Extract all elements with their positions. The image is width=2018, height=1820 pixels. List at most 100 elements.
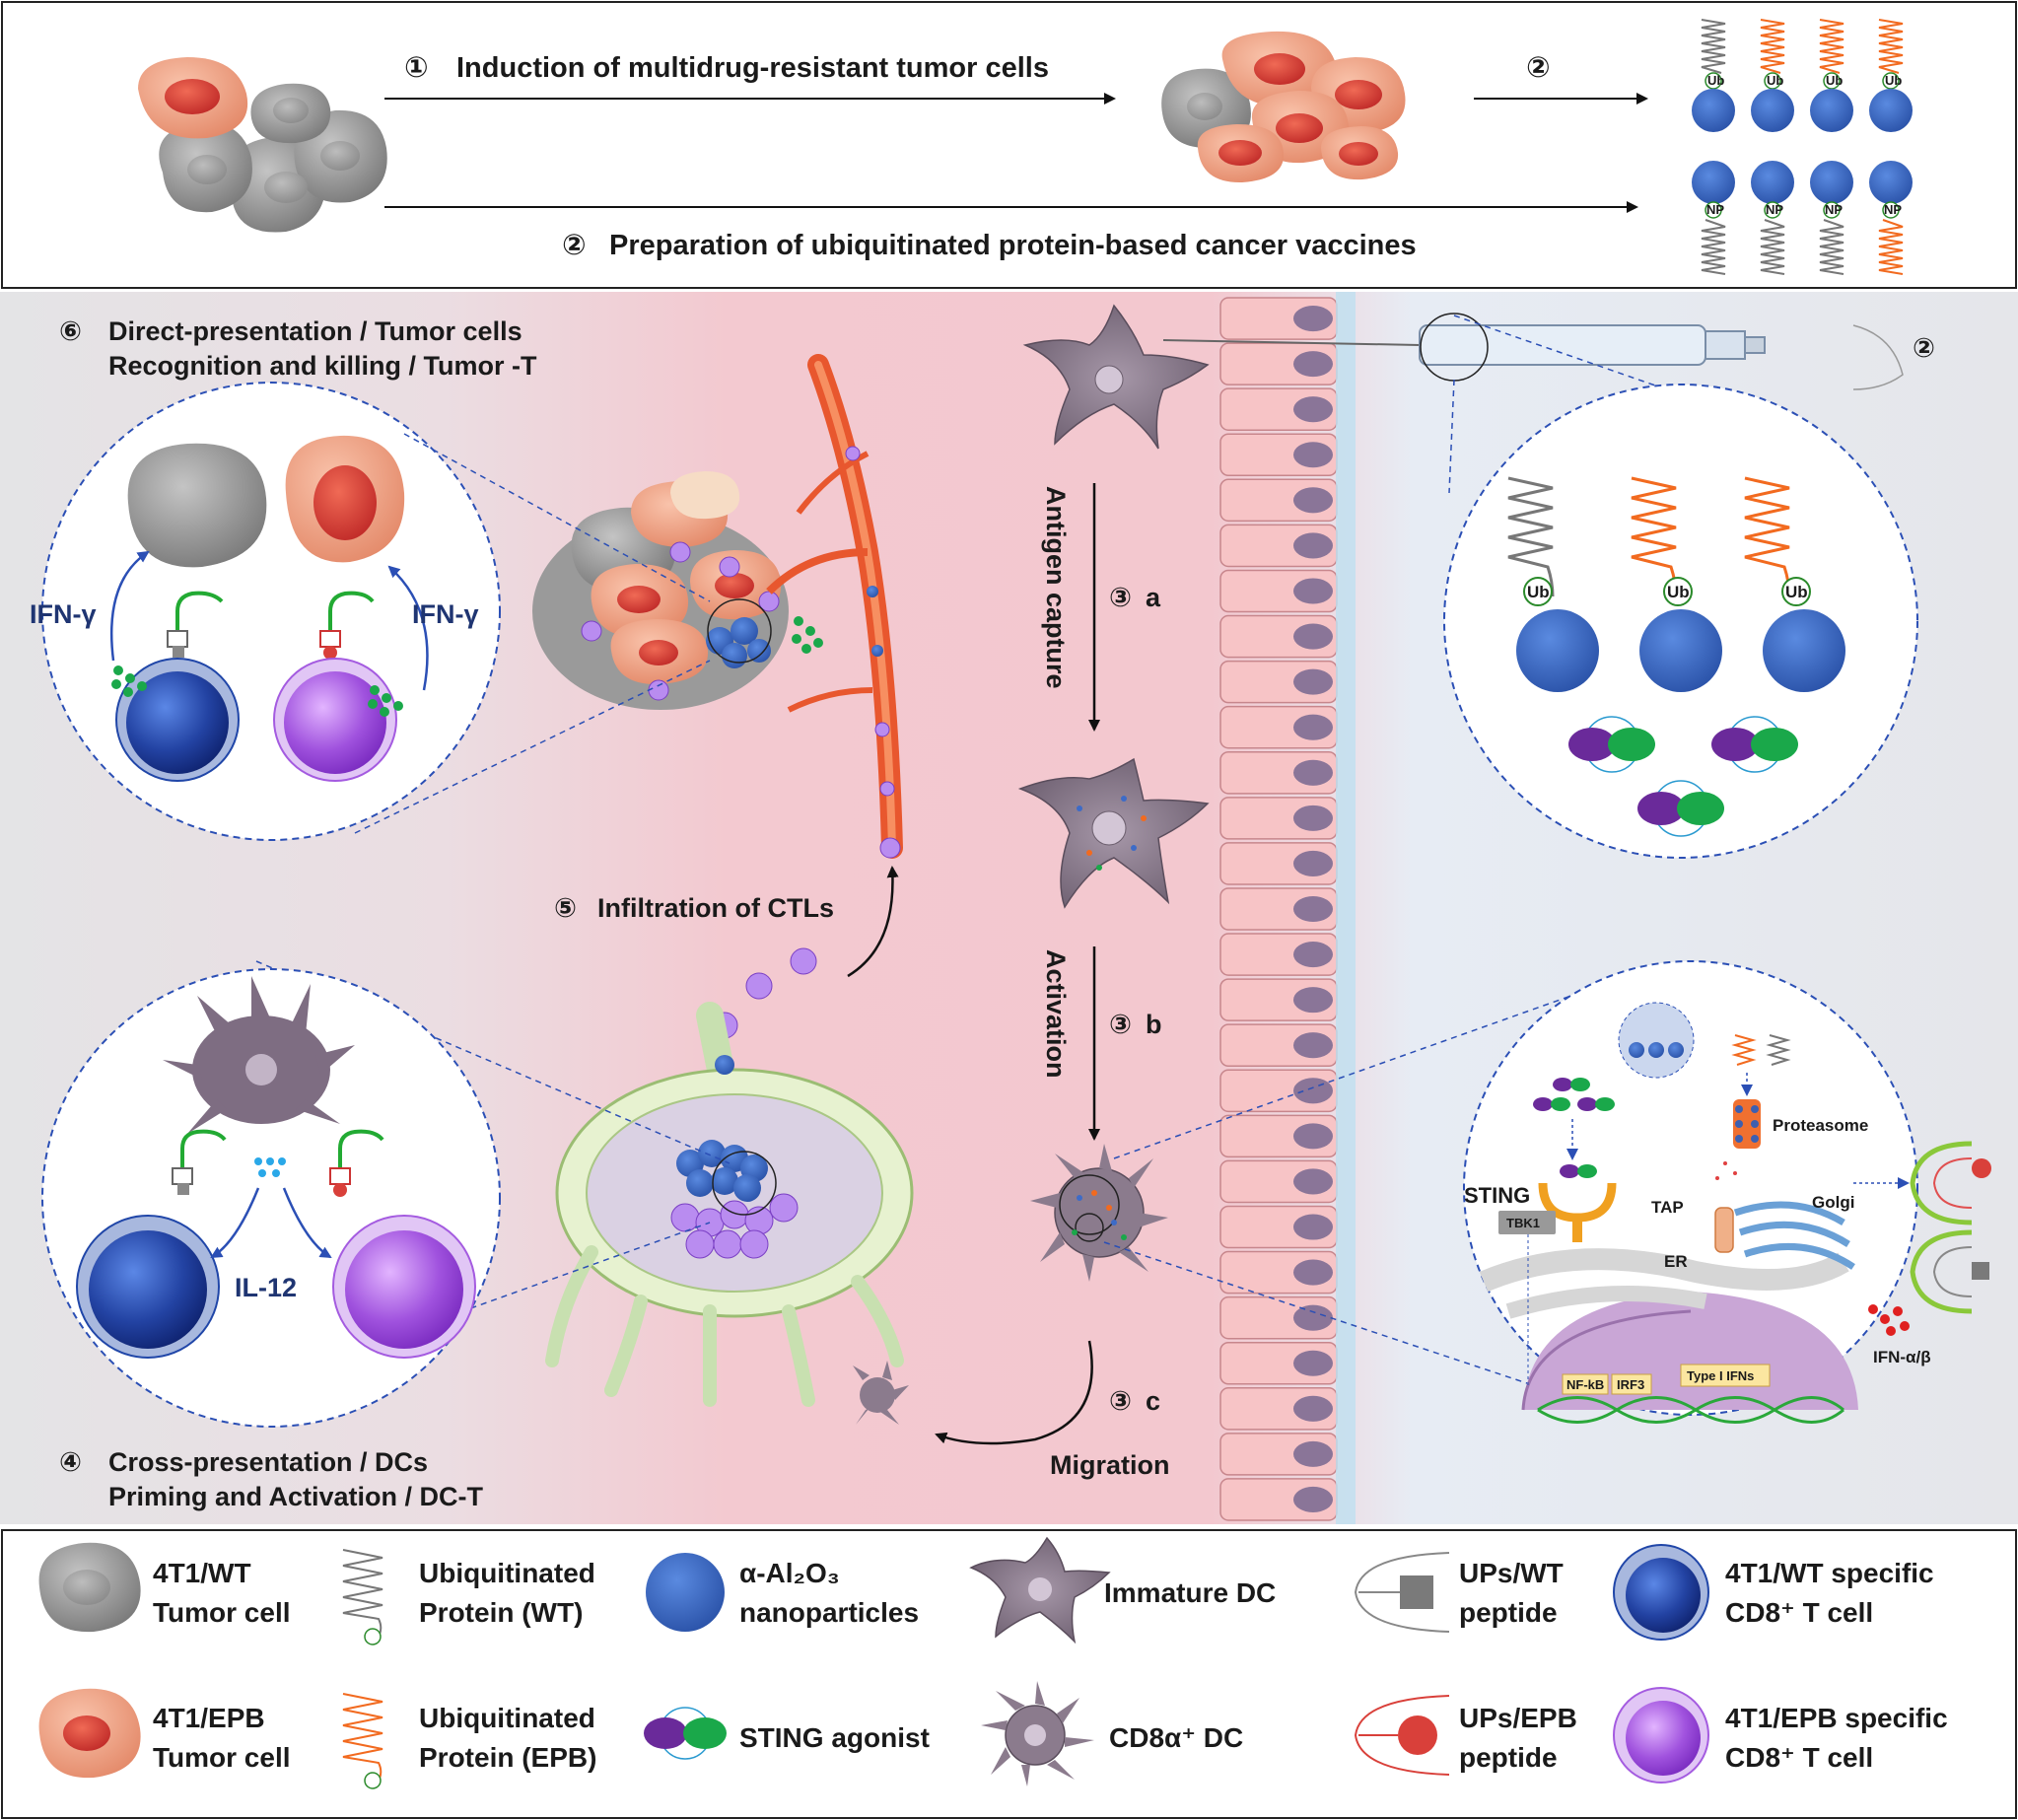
legend-up-epb-line2: Protein (EPB)	[419, 1742, 596, 1773]
legend-icon-epb-tumor	[38, 1688, 141, 1779]
step2-label: Preparation of ubiquitinated protein-bas…	[609, 230, 1417, 261]
inset-intracellular-pathway	[1103, 960, 1918, 1424]
epithelial-nucleus	[1293, 623, 1333, 650]
il12-label: IL-12	[235, 1273, 297, 1302]
blood-vessel	[766, 354, 903, 859]
epithelial-nucleus	[1293, 1304, 1333, 1331]
mature-dc-main	[1030, 1144, 1168, 1282]
tap-label: TAP	[1651, 1198, 1684, 1217]
epithelial-nucleus	[1293, 714, 1333, 740]
lymph-node	[545, 1002, 914, 1407]
legend-epb-peptide-line2: peptide	[1459, 1742, 1558, 1773]
legend-wt-peptide-line2: peptide	[1459, 1597, 1558, 1628]
up-nanoparticle-row-bottom: NP NP NP NP	[1692, 161, 1913, 275]
legend-sting: STING agonist	[739, 1722, 930, 1753]
legend-wt-tcell-line2: CD8⁺ T cell	[1725, 1597, 1873, 1628]
svg-text:NP: NP	[1884, 202, 1902, 217]
inset-cross-presentation	[41, 968, 501, 1428]
epithelial-nucleus	[1293, 850, 1333, 876]
step3b-label: Activation	[1041, 949, 1071, 1079]
step3c-number: ③	[1109, 1386, 1132, 1416]
legend-epb-tumor-line2: Tumor cell	[153, 1742, 291, 1773]
ifn-gamma-left: IFN-γ	[30, 599, 97, 629]
legend-al2o3-line2: nanoparticles	[739, 1597, 919, 1628]
legend-wt-peptide-line1: UPs/WT	[1459, 1558, 1564, 1588]
legend-icon-imm-dc	[969, 1536, 1111, 1645]
epithelial-nucleus	[1293, 1032, 1333, 1059]
svg-text:Ub: Ub	[1767, 73, 1783, 88]
legend-epb-tcell-line2: CD8⁺ T cell	[1725, 1742, 1873, 1773]
step6-number: ⑥	[59, 316, 82, 346]
step6-line2: Recognition and killing / Tumor -T	[108, 351, 537, 381]
legend-icon-sting	[644, 1707, 727, 1760]
legend-wt-tcell-line1: 4T1/WT specific	[1725, 1558, 1934, 1588]
epithelial-nucleus	[1293, 1486, 1333, 1513]
svg-text:Ub: Ub	[1707, 73, 1724, 88]
main-panel: ② ⑥ Direct-presentation / Tumor cells Re…	[0, 292, 2018, 1524]
inset-vaccine-composition: Ub Ub Ub	[1443, 315, 1918, 859]
step6-line1: Direct-presentation / Tumor cells	[108, 316, 522, 346]
top-panel: ① Induction of multidrug-resistant tumor…	[1, 1, 2017, 289]
step3c-letter: c	[1146, 1386, 1160, 1416]
step4-line2: Priming and Activation / DC-T	[108, 1482, 484, 1511]
legend-icon-up-wt	[342, 1549, 383, 1645]
legend-icon-wt-tumor	[38, 1542, 141, 1633]
step5-label: Infiltration of CTLs	[597, 893, 834, 923]
legend-epb-peptide-line1: UPs/EPB	[1459, 1703, 1577, 1733]
legend-up-epb-line1: Ubiquitinated	[419, 1703, 595, 1733]
svg-text:NP: NP	[1825, 202, 1843, 217]
legend-icon-wt-tcell	[1613, 1544, 1709, 1641]
inset-direct-presentation	[41, 382, 501, 841]
step3a-label: Antigen capture	[1041, 486, 1071, 689]
irf3-label: IRF3	[1617, 1377, 1644, 1392]
epithelial-nucleus	[1293, 1259, 1333, 1286]
legend-epb-tcell-line1: 4T1/EPB specific	[1725, 1703, 1948, 1733]
ifn-ab-label: IFN-α/β	[1873, 1348, 1931, 1366]
svg-text:Ub: Ub	[1826, 73, 1843, 88]
legend-icon-epb-tcell	[1613, 1687, 1709, 1784]
step4-line1: Cross-presentation / DCs	[108, 1447, 428, 1477]
tbk1-label: TBK1	[1506, 1216, 1540, 1230]
sting-label: STING	[1464, 1183, 1530, 1208]
svg-text:NP: NP	[1766, 202, 1783, 217]
epithelial-nucleus	[1293, 1214, 1333, 1240]
step3a-number: ③	[1109, 583, 1132, 612]
step3c-label: Migration	[1050, 1450, 1170, 1480]
legend-icon-al2o3	[646, 1553, 725, 1632]
epithelial-nucleus	[1293, 1123, 1333, 1150]
epithelial-nucleus	[1293, 487, 1333, 514]
epithelial-nucleus	[1293, 1440, 1333, 1467]
migrated-dc	[853, 1361, 909, 1425]
step3b-letter: b	[1146, 1010, 1162, 1039]
legend-icon-wt-peptide	[1354, 1552, 1450, 1633]
nfkb-label: NF-kB	[1566, 1377, 1604, 1392]
legend-cd8-dc: CD8α⁺ DC	[1109, 1722, 1243, 1753]
golgi-label: Golgi	[1812, 1193, 1854, 1212]
mhc-presentation-right	[1853, 1141, 1991, 1314]
epithelial-nucleus	[1293, 396, 1333, 423]
svg-text:Ub: Ub	[1785, 583, 1808, 601]
svg-text:NP: NP	[1706, 202, 1724, 217]
legend-icon-cd8-dc	[981, 1681, 1094, 1786]
initial-tumor-cells	[138, 57, 387, 233]
antigen-loaded-dc	[1017, 757, 1210, 909]
legend-wt-tumor-line2: Tumor cell	[153, 1597, 291, 1628]
epithelial-nucleus	[1293, 351, 1333, 378]
epithelial-nucleus	[1293, 1078, 1333, 1104]
svg-text:Ub: Ub	[1527, 583, 1550, 601]
legend-icon-epb-peptide	[1354, 1695, 1450, 1776]
step5-number: ⑤	[554, 893, 577, 923]
epithelial-nucleus	[1293, 987, 1333, 1014]
step3a-letter: a	[1146, 583, 1161, 612]
epithelium-column	[1219, 297, 1338, 1521]
er-label: ER	[1664, 1252, 1688, 1271]
epithelial-nucleus	[1293, 578, 1333, 604]
svg-text:Ub: Ub	[1885, 73, 1902, 88]
step2-number: ②	[562, 230, 587, 261]
step4-number: ④	[59, 1447, 82, 1477]
legend-epb-tumor-line1: 4T1/EPB	[153, 1703, 265, 1733]
epithelial-nucleus	[1293, 1168, 1333, 1195]
epithelial-nucleus	[1293, 895, 1333, 923]
syringe-step-number: ②	[1913, 333, 1935, 363]
